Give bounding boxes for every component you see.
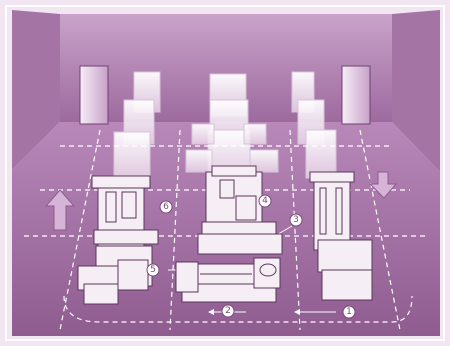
- label-3-text: 3: [293, 215, 299, 225]
- label-6: 6: [160, 201, 172, 213]
- label-2: 2: [222, 305, 234, 317]
- label-6-text: 6: [163, 202, 169, 212]
- label-5: 5: [147, 264, 159, 276]
- back-door-left: [80, 66, 108, 124]
- label-1-text: 1: [346, 307, 352, 317]
- label-5-text: 5: [150, 265, 156, 275]
- label-4: 4: [259, 195, 271, 207]
- label-4-text: 4: [262, 196, 268, 206]
- label-3: 3: [290, 214, 302, 226]
- back-door-right: [342, 66, 370, 124]
- machine-lathe: [176, 258, 280, 302]
- label-1: 1: [343, 306, 355, 318]
- label-2-text: 2: [225, 306, 231, 316]
